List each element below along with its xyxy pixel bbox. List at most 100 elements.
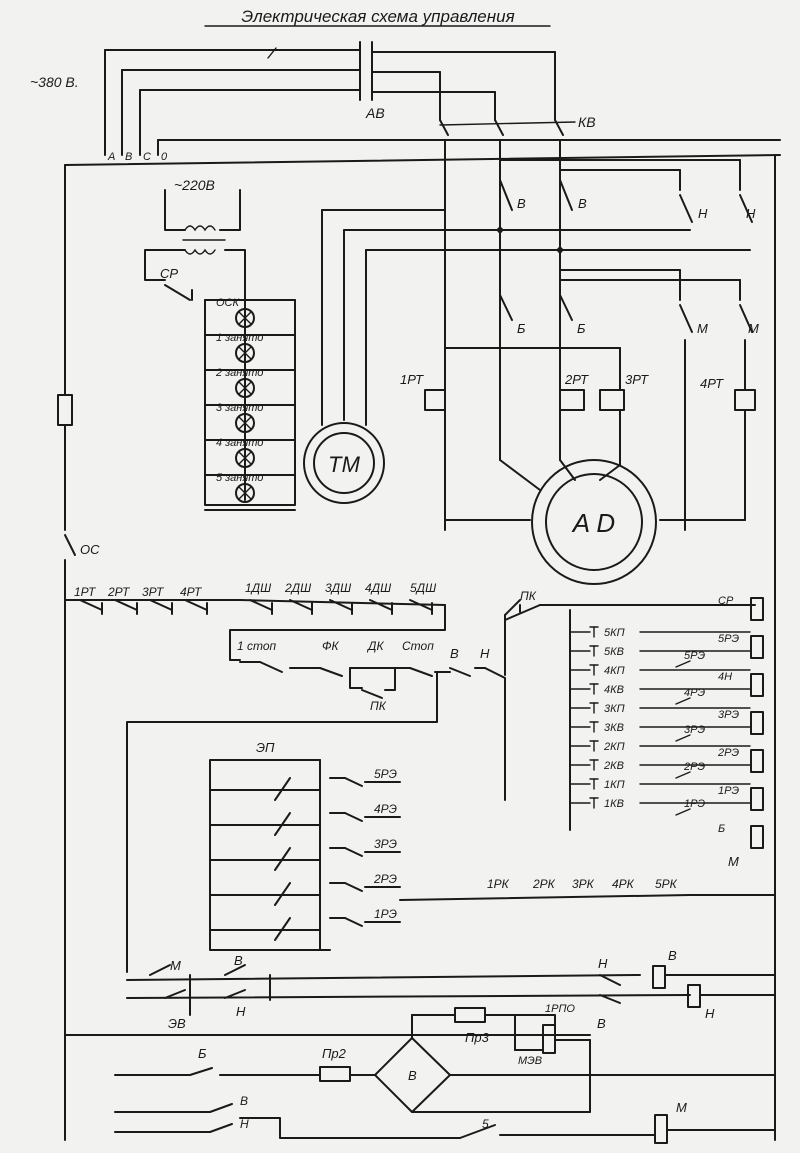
- coil-label: 5РЭ: [718, 633, 739, 645]
- lamp-label: 5 занято: [216, 472, 263, 484]
- chain-contact: [329, 599, 353, 611]
- chain-contacts: [79, 599, 433, 615]
- coil: [750, 825, 764, 849]
- ep-wiper: [274, 917, 291, 941]
- breaker-av: [359, 41, 556, 121]
- ep-contact-label: 1РЭ: [374, 907, 397, 921]
- pk-upper-label: ПК: [520, 589, 537, 603]
- bottom-label-v: В: [234, 953, 243, 968]
- lamp-label: 1 занято: [216, 332, 263, 344]
- rk-chain: [399, 894, 776, 901]
- stop-label: Стоп: [402, 639, 434, 653]
- contact-m1-label: М: [697, 321, 708, 336]
- ladder-button-label: 1КП: [604, 779, 625, 791]
- ep-wiper: [274, 777, 291, 801]
- coil: [750, 597, 764, 621]
- contactor-kv: [439, 119, 576, 531]
- ladder-button-label: 5КВ: [604, 646, 624, 658]
- brake-motor-tm: [303, 209, 561, 504]
- stop-row: [64, 599, 506, 1141]
- contact-n2-label: Н: [746, 206, 756, 221]
- ladder-contact: [675, 697, 691, 705]
- ep-contact-b: [344, 917, 363, 927]
- bottom-section: [64, 154, 776, 1144]
- bottom-label-n2: Н: [598, 956, 608, 971]
- lamp-cross: [238, 416, 252, 430]
- ladder-button-label: 3КВ: [604, 722, 624, 734]
- coil: [750, 673, 764, 697]
- dk-label: ДК: [366, 639, 384, 653]
- ep-wiper: [274, 812, 291, 836]
- rk-label-3: 3РК: [572, 877, 595, 891]
- lamp-icon: [235, 483, 255, 503]
- thermal-relays: [424, 339, 756, 531]
- bottom-label-ev: ЭВ: [168, 1016, 186, 1031]
- ladder-contact-label: 2РЭ: [683, 761, 705, 773]
- ladder-contact: [675, 771, 691, 779]
- chain-contact: [114, 599, 138, 611]
- relay-1rt-label: 1РТ: [400, 372, 424, 387]
- rk-label-4: 4РК: [612, 877, 635, 891]
- coil-label: СР: [718, 595, 734, 607]
- chain-label-4rt: 4РТ: [180, 585, 203, 599]
- ep-contact-b: [344, 847, 363, 857]
- lamp-icon: [235, 413, 255, 433]
- supply-voltage-label: ~380 В.: [30, 74, 79, 90]
- floor-switch-label: ЭП: [256, 740, 275, 755]
- ep-contact-b: [344, 882, 363, 892]
- contact-v2-label: В: [578, 196, 587, 211]
- direction-contactors: [497, 159, 753, 253]
- relay-1rpo-label: 1РПО: [545, 1003, 575, 1015]
- ladder-rungs: 5КП5КВ4КП4КВ3КП3КВ2КП2КВ1КП1КВ5РЭ4РЭ3РЭ2…: [569, 626, 751, 816]
- bottom-label-n4: Н: [240, 1117, 249, 1131]
- pk-lower-label: ПК: [370, 699, 387, 713]
- lighting-circuit: [144, 189, 296, 506]
- lamp-cross: [238, 311, 252, 325]
- phase-label-a: A: [107, 151, 115, 163]
- relay-2rt-label: 2РТ: [564, 372, 589, 387]
- ladder-contact: [675, 734, 691, 742]
- rk-label-2: 2РК: [532, 877, 556, 891]
- rk-label-1: 1РК: [487, 877, 510, 891]
- bottom-label-b: Б: [198, 1046, 207, 1061]
- ladder-contact-label: 5РЭ: [684, 650, 705, 662]
- chain-v-label: В: [450, 646, 459, 661]
- bottom-label-v4: В: [240, 1094, 248, 1108]
- ladder-contact: [675, 808, 691, 816]
- bottom-label-v2: В: [668, 948, 677, 963]
- ep-contact-label: 5РЭ: [374, 767, 397, 781]
- bridge-label: В: [408, 1068, 417, 1083]
- coil-label: Б: [718, 823, 725, 835]
- coil: [750, 749, 764, 773]
- fuse-pr3-label: Пр3: [465, 1030, 490, 1045]
- ladder-button-label: 5КП: [604, 627, 625, 639]
- chain-contact: [249, 599, 273, 611]
- diagram-title: Электрическая схема управления: [241, 7, 514, 26]
- lamp-label: ОСК: [216, 297, 240, 309]
- contact-b1-label: Б: [517, 321, 526, 336]
- fuse-pr2-label: Пр2: [322, 1046, 347, 1061]
- chain-n-label: Н: [480, 646, 490, 661]
- ep-wiper: [274, 882, 291, 906]
- ladder-button-label: 4КП: [604, 665, 625, 677]
- lighting-switch-label: СР: [160, 266, 178, 281]
- ladder-button-label: 2КВ: [603, 760, 624, 772]
- contactor-kv-label: КВ: [578, 114, 596, 130]
- lamp-icon: [235, 448, 255, 468]
- phase-label-c: C: [143, 151, 151, 163]
- lamp-icon: [235, 343, 255, 363]
- breaker-av-label: АВ: [365, 105, 385, 121]
- lamp-cross: [238, 486, 252, 500]
- magnet-mev-label: МЭВ: [518, 1055, 542, 1067]
- ladder-m-label: М: [728, 854, 739, 869]
- main-motor-label: A D: [571, 508, 615, 538]
- chain-contact: [289, 599, 313, 611]
- lamp-label: 3 занято: [216, 402, 263, 414]
- chain-contact: [369, 599, 393, 611]
- series-chain: [64, 599, 446, 621]
